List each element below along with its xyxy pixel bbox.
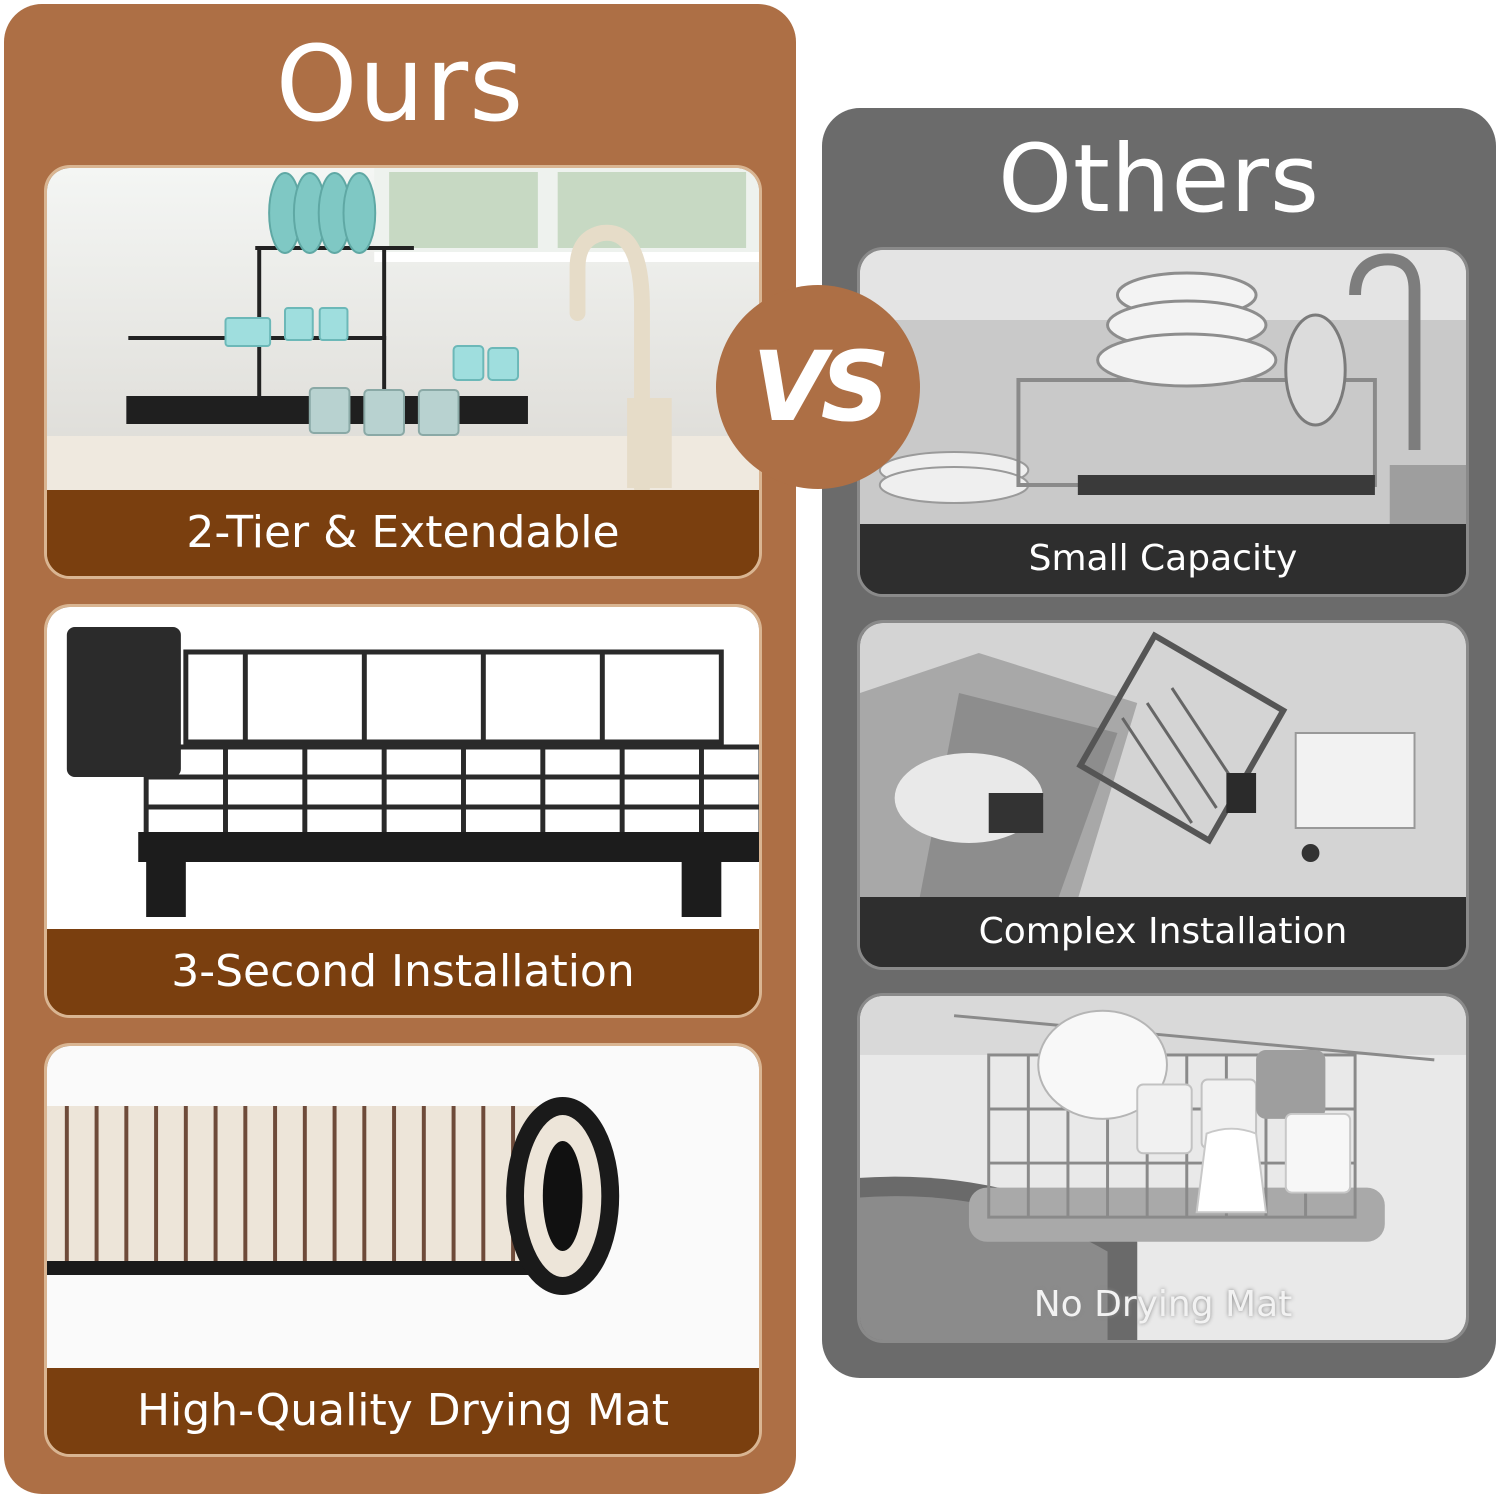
ours-feature-label-2: 3-Second Installation — [47, 929, 759, 1015]
others-feature-card-3: No Drying Mat — [857, 993, 1469, 1343]
others-feature-label-1: Small Capacity — [860, 524, 1466, 594]
small-basket-photo — [860, 250, 1466, 526]
others-feature-label-3: No Drying Mat — [1033, 1284, 1293, 1325]
others-title: Others — [998, 125, 1320, 234]
ours-feature-card-3: High-Quality Drying Mat — [44, 1043, 762, 1457]
ours-feature-card-1: 2-Tier & Extendable — [44, 165, 762, 579]
others-feature-card-1: Small Capacity — [857, 247, 1469, 597]
ours-title: Ours — [275, 23, 525, 145]
no-mat-basket-photo — [860, 996, 1466, 1340]
black-rack-photo — [47, 607, 759, 929]
ours-feature-card-2: 3-Second Installation — [44, 604, 762, 1018]
vs-text: VS — [752, 331, 889, 443]
ours-panel: Ours — [4, 4, 796, 1494]
others-panel: Others Small Capacity — [822, 108, 1496, 1378]
vs-badge: VS — [716, 285, 920, 489]
ours-feature-label-3: High-Quality Drying Mat — [47, 1368, 759, 1454]
complex-installation-photo — [860, 623, 1466, 899]
ours-feature-label-1: 2-Tier & Extendable — [47, 490, 759, 576]
others-feature-card-2: Complex Installation — [857, 620, 1469, 970]
two-tier-rack-photo — [47, 168, 759, 490]
drying-mat-photo — [47, 1046, 759, 1368]
others-feature-label-2: Complex Installation — [860, 897, 1466, 967]
